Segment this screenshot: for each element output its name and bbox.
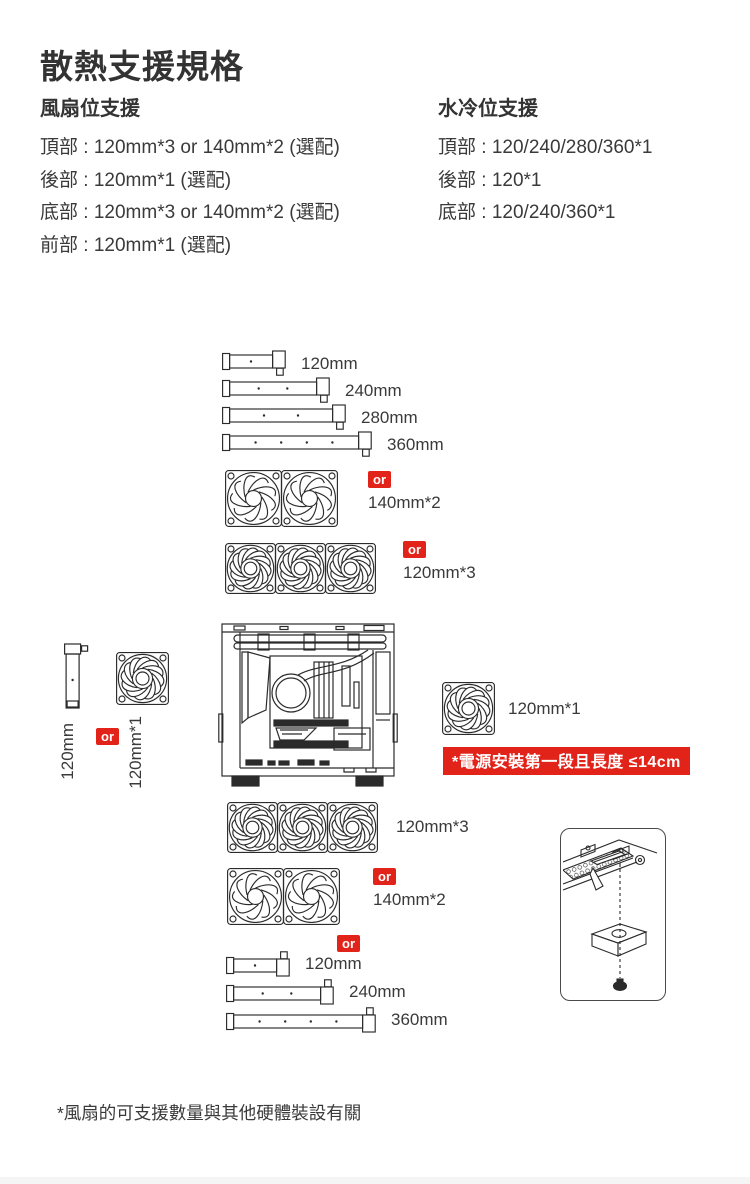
radiator-label: 240mm <box>345 380 402 400</box>
top-radiator-280-row: 280mm <box>222 404 418 431</box>
fan-support-line-top: 頂部 : 120mm*3 or 140mm*2 (選配) <box>40 137 340 158</box>
radiator-120-icon <box>226 950 291 977</box>
radiator-label: 120mm <box>301 353 358 373</box>
fan-group-label: 140mm*2 <box>368 493 441 512</box>
radiator-240-icon <box>226 978 335 1005</box>
radiator-label: 120mm <box>305 953 362 973</box>
front-fan-120-icon <box>442 682 495 735</box>
cooling-diagram: 120mm 240mm 280mm 360mm <box>0 340 750 1050</box>
rear-radiator-label: 120mm <box>58 723 77 780</box>
radiator-label: 360mm <box>387 434 444 454</box>
radiator-label: 280mm <box>361 407 418 427</box>
radiator-280-icon <box>222 404 347 431</box>
radiator-360-icon <box>222 431 373 458</box>
front-fan-label: 120mm*1 <box>508 699 581 718</box>
top-radiator-120-row: 120mm <box>222 350 358 377</box>
bottom-radiator-120-row: 120mm <box>226 950 362 977</box>
fans-120x3-bottom-icon <box>227 802 378 853</box>
case-side-view <box>218 622 398 790</box>
radiator-label: 360mm <box>391 1009 448 1029</box>
fan-support-heading: 風扇位支援 <box>40 98 140 120</box>
or-badge: or <box>96 728 119 745</box>
page-title: 散熱支援規格 <box>40 48 244 85</box>
fans-140x2-bottom-icon <box>227 868 340 925</box>
fan-support-section: 風扇位支援 頂部 : 120mm*3 or 140mm*2 (選配) 後部 : … <box>40 92 420 262</box>
bottom-radiator-240-row: 240mm <box>226 978 406 1005</box>
bottom-divider-bar <box>0 1177 750 1184</box>
radiator-360-icon <box>226 1006 377 1033</box>
radiator-label: 240mm <box>349 981 406 1001</box>
liquid-line-bottom: 底部 : 120/240/360*1 <box>438 202 616 223</box>
liquid-line-rear: 後部 : 120*1 <box>438 169 542 191</box>
liquid-line-top: 頂部 : 120/240/280/360*1 <box>438 137 653 158</box>
psu-install-note: *電源安裝第一段且長度 ≤14cm <box>443 747 690 775</box>
top-120-option: or 120mm*3 <box>403 541 476 583</box>
fan-support-line-front: 前部 : 120mm*1 (選配) <box>40 234 232 256</box>
or-badge: or <box>403 541 426 558</box>
rear-fan-120-icon <box>116 652 169 705</box>
or-badge: or <box>368 471 391 488</box>
or-badge: or <box>337 935 360 952</box>
liquid-cooling-section: 水冷位支援 頂部 : 120/240/280/360*1 後部 : 120*1 … <box>438 92 738 230</box>
or-badge: or <box>373 868 396 885</box>
fan-group-label: 140mm*2 <box>373 890 446 909</box>
bottom-radiator-360-row: 360mm <box>226 1006 448 1033</box>
fans-140x2-top-icon <box>225 470 338 527</box>
radiator-240-icon <box>222 377 331 404</box>
fans-120x3-top-icon <box>225 543 376 594</box>
rear-fan-label: 120mm*1 <box>126 716 145 789</box>
footnote: *風扇的可支援數量與其他硬體裝設有關 <box>57 1103 362 1123</box>
case-foot-inset-diagram <box>560 828 666 1001</box>
liquid-cooling-heading: 水冷位支援 <box>438 98 538 120</box>
radiator-120-icon <box>222 350 287 377</box>
top-radiator-240-row: 240mm <box>222 377 402 404</box>
top-radiator-360-row: 360mm <box>222 431 444 458</box>
rear-radiator-120-icon <box>62 643 89 713</box>
fan-support-line-bottom: 底部 : 120mm*3 or 140mm*2 (選配) <box>40 202 340 223</box>
top-140-option: or 140mm*2 <box>368 471 441 513</box>
bottom-140-option: or 140mm*2 <box>373 868 446 910</box>
fan-group-label: 120mm*3 <box>403 563 476 582</box>
fan-support-line-rear: 後部 : 120mm*1 (選配) <box>40 169 232 191</box>
fan-group-label: 120mm*3 <box>396 817 469 836</box>
